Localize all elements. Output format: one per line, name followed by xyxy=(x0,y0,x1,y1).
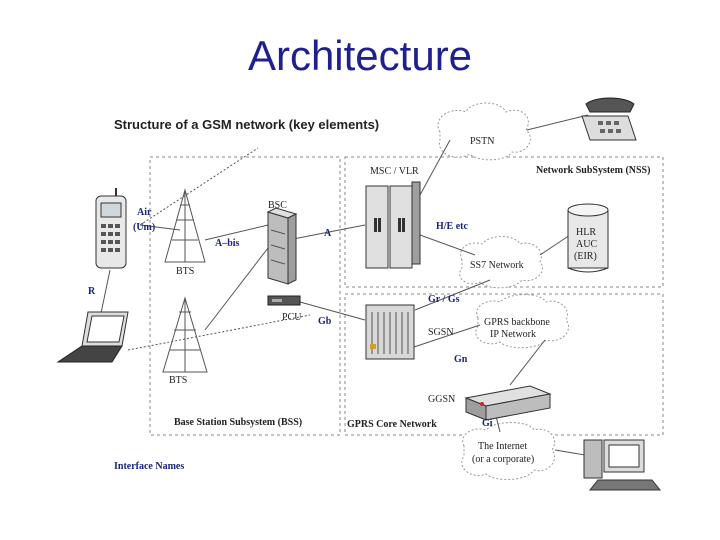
hlr-database-icon xyxy=(567,203,609,273)
ss7-label: SS7 Network xyxy=(470,260,524,271)
pstn-label: PSTN xyxy=(470,136,494,147)
hlr-label: HLR xyxy=(576,227,596,238)
ss7-cloud xyxy=(459,236,544,289)
desktop-pc-icon xyxy=(583,439,662,491)
he-interface-label: H/E etc xyxy=(436,221,468,232)
ggsn-router-icon xyxy=(464,385,552,421)
eir-label: (EIR) xyxy=(574,251,597,262)
ip-network-label: IP Network xyxy=(490,329,536,340)
bss-box xyxy=(149,156,341,436)
gprs-core-label: GPRS Core Network xyxy=(347,419,437,430)
abis-interface-label: A–bis xyxy=(215,238,240,249)
pcu-label: PCU xyxy=(282,312,302,323)
gr-gs-interface-label: Gr / Gs xyxy=(428,294,460,305)
gn-interface-label: Gn xyxy=(454,354,468,365)
msc-label: MSC / VLR xyxy=(370,166,419,177)
corporate-label: (or a corporate) xyxy=(472,454,534,465)
interface-names-label: Interface Names xyxy=(114,461,184,472)
slide-title: Architecture xyxy=(247,32,473,79)
diagram-heading: Structure of a GSM network (key elements… xyxy=(114,117,379,132)
gprs-backbone-cloud xyxy=(475,294,569,349)
internet-cloud xyxy=(461,422,556,480)
air-label: Air xyxy=(137,207,152,218)
msc-vlr-cabinet-icon xyxy=(365,181,421,269)
pcu-icon xyxy=(267,295,301,306)
r-interface-label: R xyxy=(88,286,96,297)
bts-tower-2-icon xyxy=(162,296,208,373)
pstn-cloud xyxy=(437,102,531,161)
bts-tower-1-icon xyxy=(164,188,206,263)
bsc-cabinet-icon xyxy=(266,207,298,285)
sgsn-label: SGSN xyxy=(428,327,454,338)
a-interface-label: A xyxy=(324,228,332,239)
gi-interface-label: Gi xyxy=(482,418,493,429)
um-label: (Um) xyxy=(133,222,155,233)
auc-label: AUC xyxy=(576,239,597,250)
internet-label: The Internet xyxy=(478,441,527,452)
mobile-phone-icon xyxy=(95,188,127,269)
bsc-label: BSC xyxy=(268,200,287,211)
laptop-icon xyxy=(56,311,129,363)
gb-interface-label: Gb xyxy=(318,316,332,327)
bts-1-label: BTS xyxy=(176,266,194,277)
ggsn-label: GGSN xyxy=(428,394,455,405)
gprs-backbone-label: GPRS backbone xyxy=(484,317,550,328)
connection-lines xyxy=(99,114,589,456)
nss-label: Network SubSystem (NSS) xyxy=(536,165,650,176)
bts-2-label: BTS xyxy=(169,375,187,386)
telephone-icon xyxy=(581,97,637,141)
bss-label: Base Station Subsystem (BSS) xyxy=(174,417,302,428)
sgsn-rack-icon xyxy=(365,304,415,360)
